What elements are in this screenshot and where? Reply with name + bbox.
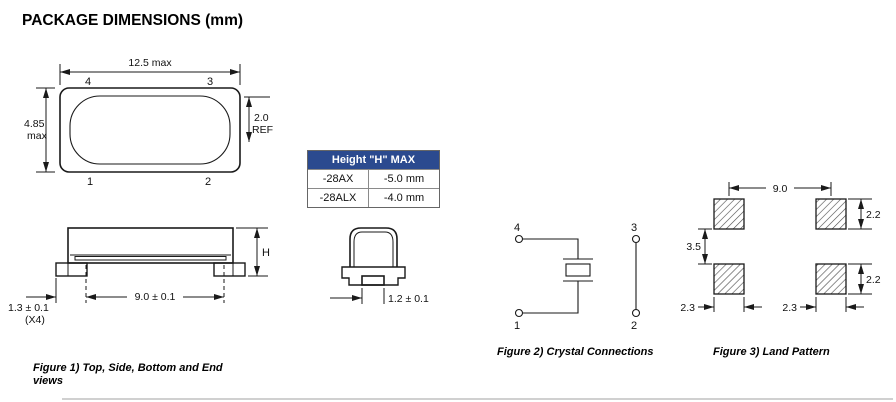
crystal-element <box>565 263 591 277</box>
dim-lines-2-2-bottom <box>848 263 872 295</box>
dim-lines-pad-and-span <box>26 265 225 303</box>
side-length-dim-label: 9.0 ± 0.1 <box>135 291 176 303</box>
ref-dim-value-label: 2.0 <box>254 112 269 124</box>
pin-4-terminal <box>514 234 524 244</box>
side-left-pad <box>55 262 88 277</box>
pin-3-terminal <box>631 234 641 244</box>
side-pad-qty-label: (X4) <box>25 314 45 326</box>
dim-lines-ref <box>244 96 270 142</box>
side-body-outline <box>67 227 234 264</box>
land-3-5-label: 3.5 <box>686 241 701 253</box>
top-width-dim-label: 12.5 max <box>128 57 172 69</box>
pin-3-label: 3 <box>207 76 213 88</box>
dim-lines-height <box>36 87 55 173</box>
height-table-row: -28AX -5.0 mm <box>308 169 439 188</box>
end-pad-dim-label: 1.2 ± 0.1 <box>388 293 429 305</box>
pin-4-label: 4 <box>85 76 91 88</box>
page-title: PACKAGE DIMENSIONS (mm) <box>22 12 244 29</box>
land-2-3-left-label: 2.3 <box>680 302 695 314</box>
height-table-header: Height "H" MAX <box>308 151 439 169</box>
end-base-outline <box>341 266 406 286</box>
land-9-0-label: 9.0 <box>773 183 788 195</box>
top-view-drawing <box>36 64 270 173</box>
figure1-caption: Figure 1) Top, Side, Bottom and End view… <box>33 362 263 388</box>
side-pad-dim-label: 1.3 ± 0.1 <box>8 302 49 314</box>
fig2-pin-3-label: 3 <box>631 222 637 234</box>
land-pad-top-left <box>713 198 745 230</box>
ref-dim-suffix-label: REF <box>252 124 273 136</box>
height-table: Height "H" MAX -28AX -5.0 mm -28ALX -4.0… <box>307 150 440 208</box>
height-dim-value-label: 4.85 <box>24 118 45 130</box>
figure3-caption: Figure 3) Land Pattern <box>713 346 830 358</box>
figure1-caption-line1: Figure 1) Top, Side, Bottom and End <box>33 362 223 374</box>
crystal-blank <box>74 256 227 261</box>
part-suffix-cell: -28ALX <box>308 189 369 207</box>
end-center-pad <box>361 275 385 286</box>
land-pad-bottom-right <box>815 263 847 295</box>
height-value-cell: -4.0 mm <box>383 192 425 204</box>
land-2-2-top-label: 2.2 <box>866 209 881 221</box>
end-view-drawing <box>330 227 406 304</box>
dim-lines-9-0 <box>728 182 832 196</box>
height-dim-suffix-label: max <box>27 130 48 142</box>
wire-pin4-to-crystal <box>522 238 579 259</box>
package-body-outline <box>59 87 241 173</box>
pin-1-terminal <box>514 308 524 318</box>
fig2-pin-1-label: 1 <box>514 320 520 332</box>
crystal-connections-drawing <box>514 234 641 318</box>
figure2-caption: Figure 2) Crystal Connections <box>497 346 654 358</box>
pin-1-label: 1 <box>87 176 93 188</box>
fig2-pin-2-label: 2 <box>631 320 637 332</box>
figure1-caption-line2: views <box>33 375 63 387</box>
dim-lines-width <box>59 64 241 85</box>
dim-lines-2-2-top <box>848 198 872 230</box>
wire-crystal-to-pin1 <box>522 281 579 314</box>
fig2-pin-4-label: 4 <box>514 222 520 234</box>
land-pad-bottom-left <box>713 263 745 295</box>
side-right-pad <box>213 262 246 277</box>
height-value-cell: -5.0 mm <box>383 173 425 185</box>
dim-lines-3-5 <box>698 228 712 265</box>
part-suffix-cell: -28AX <box>308 170 369 188</box>
end-cap-inner-wall <box>353 231 394 267</box>
dim-lines-end-pad <box>330 288 385 304</box>
land-2-2-bottom-label: 2.2 <box>866 274 881 286</box>
land-pad-top-right <box>815 198 847 230</box>
end-cap-outline <box>349 227 398 267</box>
package-inner-outline <box>69 95 231 165</box>
dim-lines-2-3-left <box>698 297 762 312</box>
height-table-row: -28ALX -4.0 mm <box>308 188 439 207</box>
land-2-3-right-label: 2.3 <box>782 302 797 314</box>
pin-2-terminal <box>631 308 641 318</box>
dim-lines-2-3-right <box>800 297 864 312</box>
side-h-dim-label: H <box>262 247 270 259</box>
side-view-drawing <box>26 227 268 303</box>
dim-lines-h <box>236 227 268 277</box>
pin-2-label: 2 <box>205 176 211 188</box>
land-pattern-drawing <box>698 182 872 312</box>
